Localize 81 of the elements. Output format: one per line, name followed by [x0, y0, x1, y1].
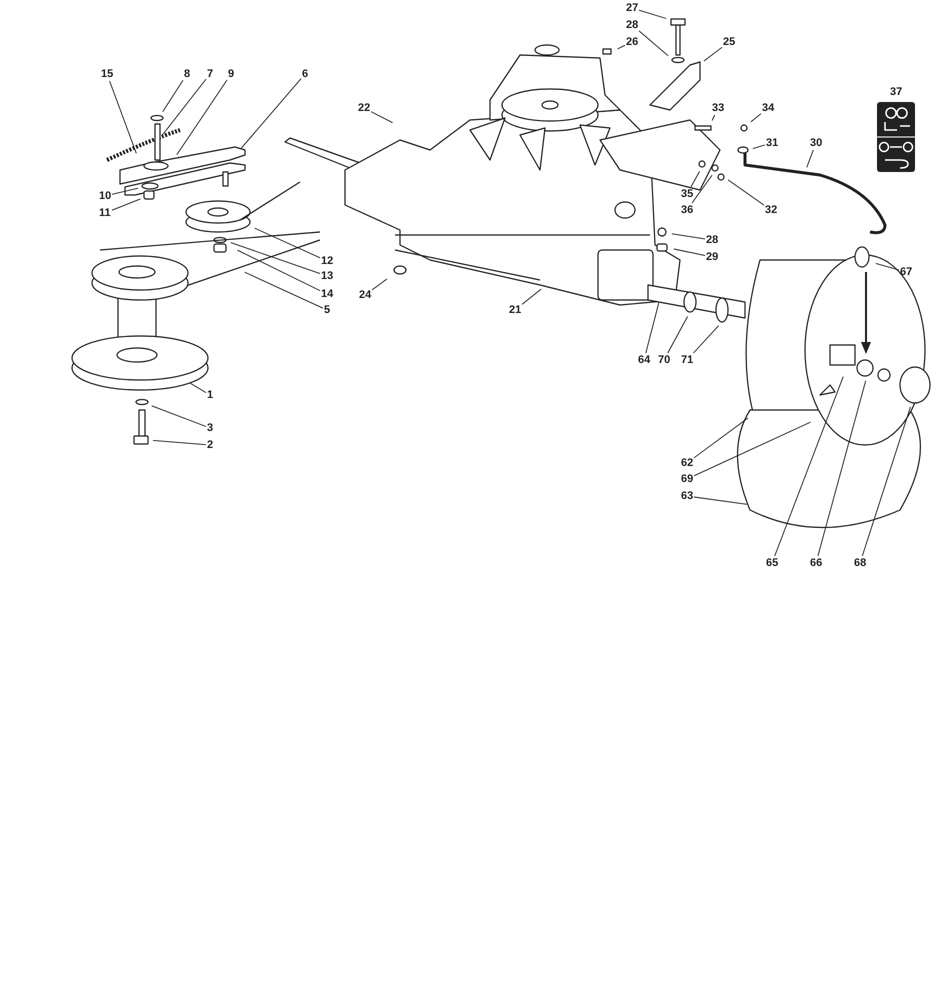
leader-line — [254, 228, 320, 258]
leader-line — [176, 80, 228, 156]
leader-line — [750, 113, 762, 122]
leader-line — [694, 422, 811, 476]
callout-number: 21 — [509, 304, 522, 316]
leader-line — [112, 198, 141, 211]
leader-line — [370, 111, 394, 124]
leader-line — [774, 376, 844, 556]
leader-line — [617, 44, 626, 50]
callout-number: 37 — [890, 86, 902, 98]
callout-number: 5 — [324, 304, 330, 316]
leader-line — [638, 30, 669, 56]
callout-number: 66 — [810, 557, 822, 569]
leader-line — [667, 316, 688, 354]
leader-line — [645, 302, 660, 354]
leader-line — [162, 78, 206, 135]
leader-line — [817, 380, 866, 556]
leader-line — [162, 80, 184, 112]
callout-number: 8 — [184, 68, 190, 80]
leader-line — [230, 242, 320, 274]
callout-number: 27 — [626, 2, 638, 14]
callout-number: 29 — [706, 251, 718, 263]
leader-line — [692, 325, 720, 354]
callout-number: 22 — [358, 102, 370, 114]
callout-number: 33 — [712, 102, 724, 114]
callout-number: 34 — [762, 102, 774, 114]
leader-line — [875, 262, 900, 270]
leader-line — [151, 405, 206, 427]
callout-number: 35 — [681, 188, 694, 200]
leader-line — [728, 179, 764, 206]
callout-number: 67 — [900, 266, 912, 278]
callout-number: 68 — [854, 557, 866, 569]
leader-line — [692, 174, 713, 204]
callout-number: 30 — [810, 137, 822, 149]
leader-line — [240, 78, 302, 149]
leader-line — [152, 440, 206, 446]
leader-line — [188, 382, 206, 394]
callout-number: 13 — [321, 270, 334, 282]
callout-number: 28 — [706, 234, 718, 246]
callout-number: 32 — [765, 204, 778, 216]
leader-line — [671, 233, 706, 240]
callout-number: 2 — [207, 439, 214, 451]
leader-line — [372, 278, 388, 290]
leader-line — [690, 170, 700, 188]
callout-number: 24 — [359, 289, 372, 301]
callout-number: 12 — [321, 255, 334, 267]
callout-number: 69 — [681, 473, 694, 485]
callout-number: 62 — [681, 457, 694, 469]
leader-line — [712, 114, 716, 121]
leader-line — [237, 250, 320, 292]
leader-line — [862, 406, 911, 556]
leader-line — [694, 496, 748, 505]
callout-number: 6 — [302, 68, 308, 80]
leader-line — [694, 418, 748, 458]
callout-number: 25 — [723, 36, 736, 48]
callout-number: 70 — [658, 354, 670, 366]
leader-line — [752, 144, 766, 150]
callout-number: 71 — [681, 354, 694, 366]
leader-line — [522, 288, 542, 305]
callout-number: 36 — [681, 204, 694, 216]
callout-number: 31 — [766, 137, 778, 149]
callout-number: 10 — [99, 190, 112, 202]
callout-number: 7 — [207, 68, 214, 80]
callout-number: 63 — [681, 490, 694, 502]
callout-number: 65 — [766, 557, 778, 569]
callout-number: 14 — [321, 288, 334, 300]
callout-number: 9 — [228, 68, 234, 80]
leader-line — [112, 188, 139, 195]
leader-line — [244, 272, 324, 309]
callout-number: 64 — [638, 354, 650, 366]
leader-line — [109, 80, 137, 154]
leader-line — [638, 10, 667, 19]
leader-line — [806, 150, 814, 168]
leader-line — [704, 46, 722, 62]
callout-number: 26 — [626, 36, 638, 48]
callout-number: 1 — [207, 389, 214, 401]
leader-line — [673, 248, 706, 256]
callout-number: 15 — [101, 68, 114, 80]
callout-number: 11 — [99, 207, 111, 219]
callout-number: 28 — [626, 19, 638, 31]
callout-number: 3 — [207, 422, 214, 434]
